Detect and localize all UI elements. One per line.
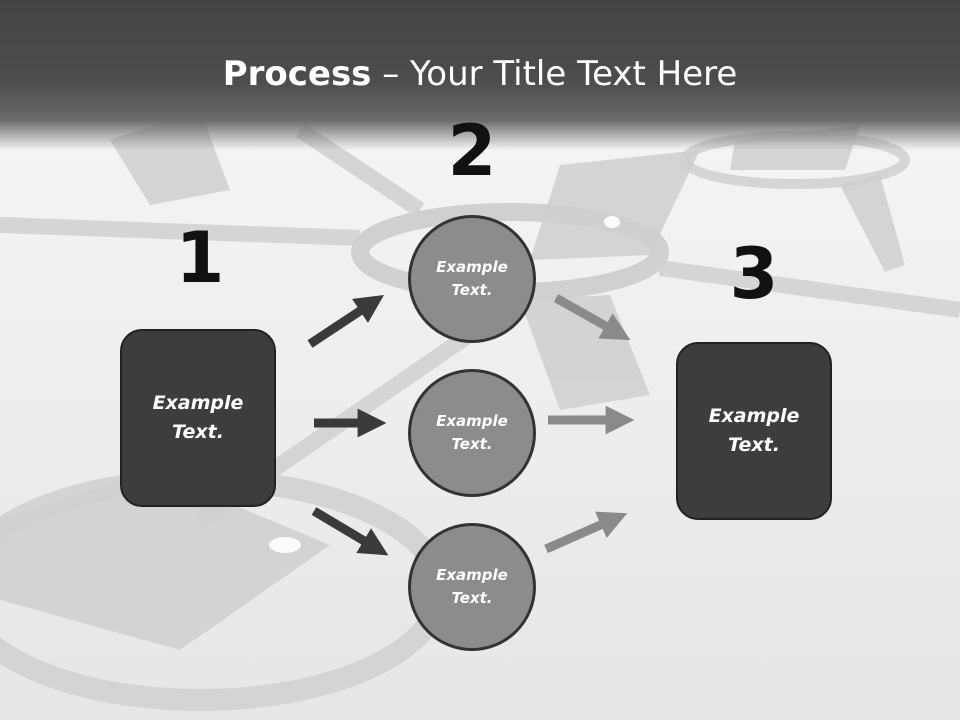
- process-circle-1[interactable]: Example Text.: [408, 215, 536, 343]
- title-bar: [0, 0, 960, 150]
- slide-title[interactable]: Process – Your Title Text Here: [0, 50, 960, 98]
- step-number-1: 1: [175, 217, 225, 299]
- process-circle-2[interactable]: Example Text.: [408, 369, 536, 497]
- input-box[interactable]: Example Text.: [120, 329, 276, 507]
- step-number-3: 3: [729, 233, 779, 315]
- title-bold: Process: [222, 54, 372, 94]
- process-circle-3[interactable]: Example Text.: [408, 523, 536, 651]
- step-number-2: 2: [447, 110, 497, 192]
- output-box[interactable]: Example Text.: [676, 342, 832, 520]
- title-rest: – Your Title Text Here: [371, 54, 738, 94]
